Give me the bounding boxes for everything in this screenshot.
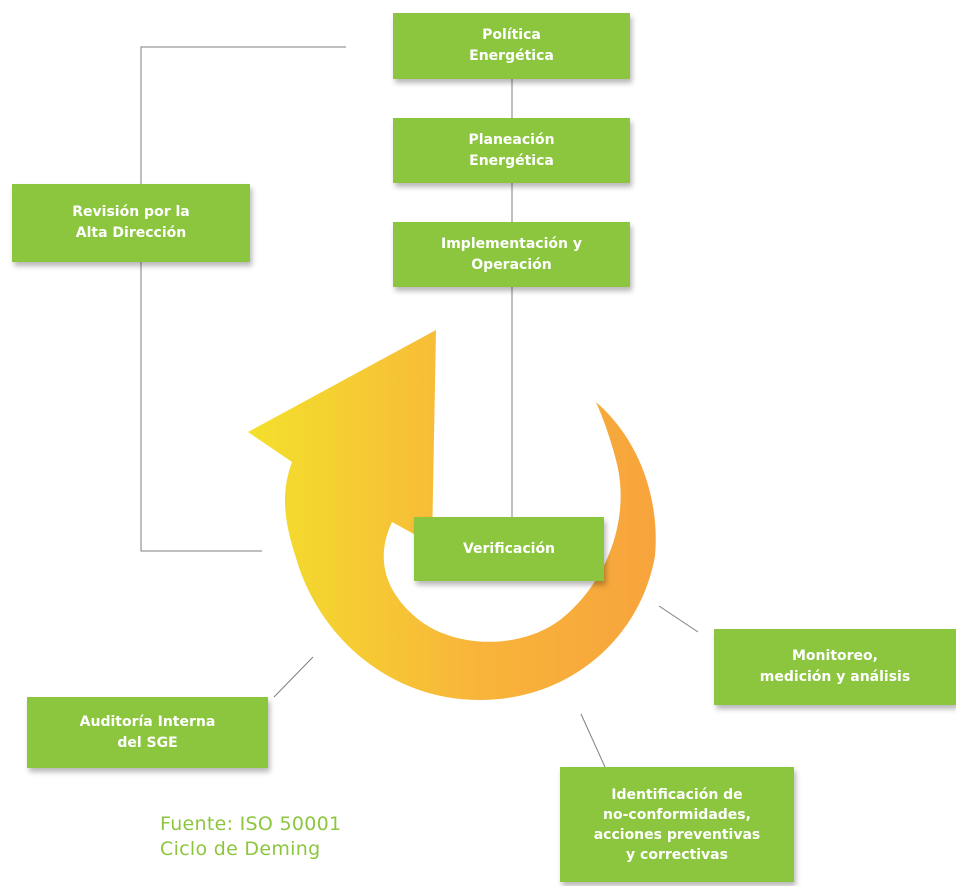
source-line-2: Ciclo de Deming — [160, 838, 321, 860]
box-planeacion-energetica: Planeación Energética — [393, 118, 630, 183]
connector-monitoreo — [658, 605, 699, 633]
connector-auditoria — [273, 656, 314, 698]
box-revision-alta-direccion: Revisión por la Alta Dirección — [12, 184, 250, 262]
box-verificacion: Verificación — [414, 517, 604, 581]
cycle-arrow — [248, 330, 656, 700]
source-line-1: Fuente: ISO 50001 — [160, 813, 342, 835]
source-caption: Fuente: ISO 50001 Ciclo de Deming — [160, 812, 341, 862]
box-implementacion-operacion: Implementación y Operación — [393, 222, 630, 287]
box-identificacion-no-conformidades: Identificación de no-conformidades, acci… — [560, 767, 794, 882]
box-auditoria-interna: Auditoría Interna del SGE — [27, 697, 268, 768]
box-monitoreo-medicion-analisis: Monitoreo, medición y análisis — [714, 629, 956, 705]
connector-identificacion — [580, 713, 606, 768]
connector-review-loop — [140, 46, 346, 552]
box-politica-energetica: Política Energética — [393, 13, 630, 79]
